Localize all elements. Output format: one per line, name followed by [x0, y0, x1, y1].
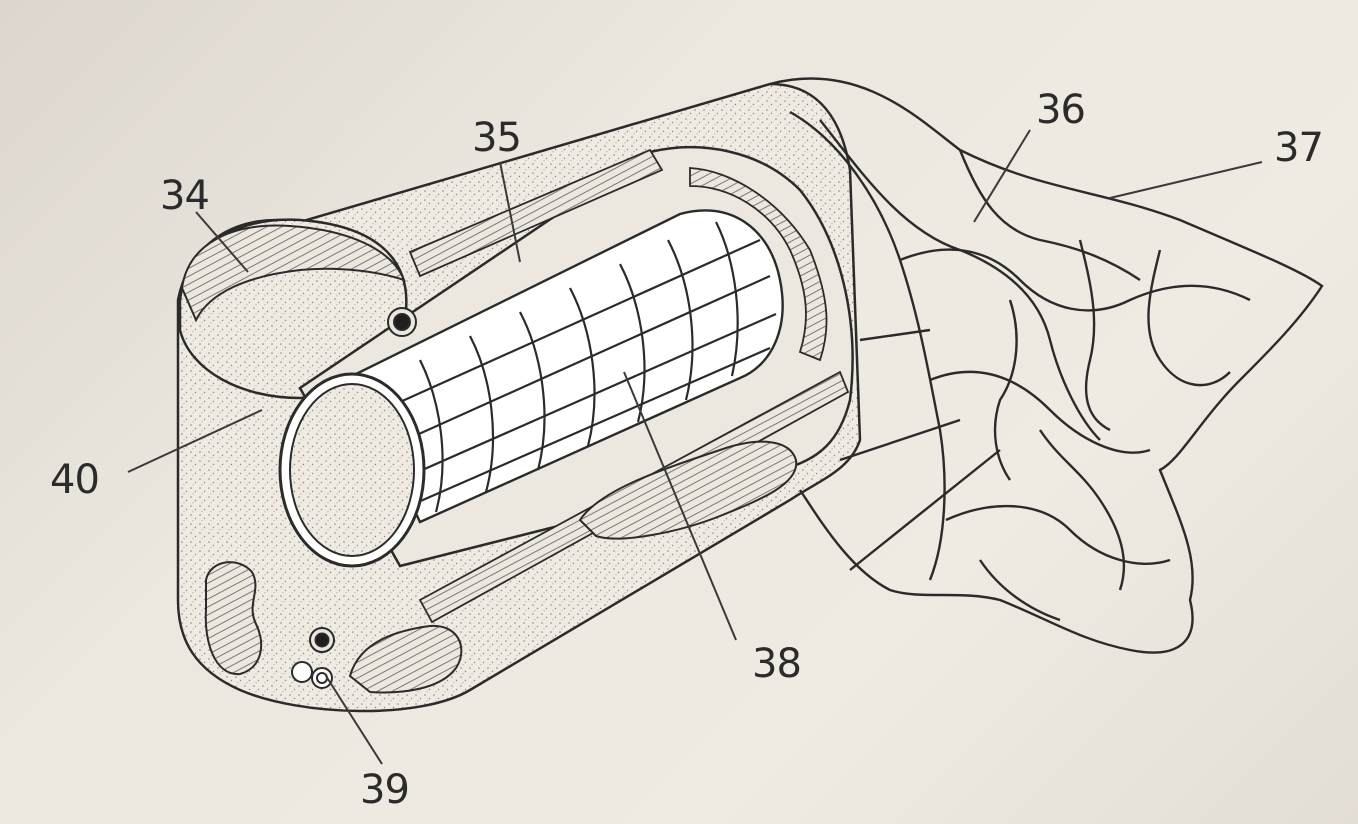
terminal-branching-network	[769, 77, 1324, 654]
leader-34	[195, 211, 249, 273]
fascicle-34	[180, 224, 406, 323]
callout-37: 37	[1274, 125, 1324, 171]
callout-36: 36	[1036, 87, 1086, 133]
leader-36	[973, 129, 1031, 223]
leader-35	[499, 161, 521, 263]
leader-38	[623, 371, 737, 641]
vessels-39	[291, 627, 335, 689]
leader-39	[325, 675, 383, 765]
callout-35: 35	[472, 115, 522, 161]
callout-34: 34	[160, 173, 210, 219]
callout-40: 40	[50, 457, 100, 503]
leader-lines	[127, 129, 1263, 765]
lower-fascicles	[204, 440, 798, 694]
myelin-grid-cylinder	[350, 209, 784, 524]
axon-cross-section	[278, 372, 426, 568]
callout-39: 39	[360, 767, 410, 813]
leader-40	[127, 409, 263, 473]
leader-37	[1109, 161, 1263, 199]
small-vessel-top	[387, 307, 417, 337]
callout-38: 38	[752, 641, 802, 687]
